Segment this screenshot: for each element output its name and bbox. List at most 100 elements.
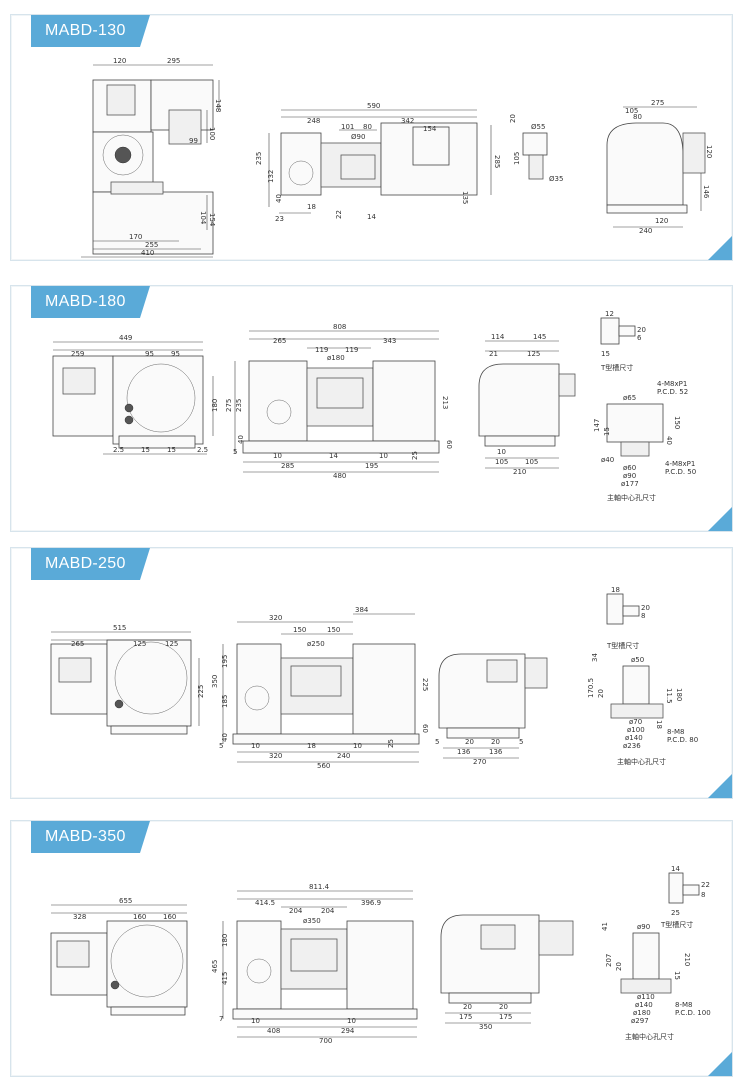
hole-dim-2: ø65 — [623, 394, 636, 402]
dim-23: 23 — [275, 215, 284, 223]
t-slot-detail: 18 20 8 T型槽尺寸 — [606, 586, 650, 650]
dim-104: 104 — [199, 211, 207, 225]
drawing-mabd-350: 655 328 160 160 811.4 414.5 396.9 204 20… — [50, 865, 711, 1045]
dim-125: 125 — [527, 350, 540, 358]
panel-title: MABD-130 — [31, 15, 150, 47]
dim-25: 25 — [411, 451, 419, 460]
dim-700: 700 — [319, 1037, 332, 1045]
dim-10b: 10 — [379, 452, 388, 460]
dim-154b: 154 — [423, 125, 437, 133]
dim-136a: 136 — [457, 748, 471, 756]
dim-95b: 95 — [171, 350, 180, 358]
corner-decoration — [708, 507, 732, 531]
dim-148: 148 — [214, 99, 222, 112]
hole-dim-0: 4-M8xP1 — [657, 380, 687, 388]
dim-195: 195 — [365, 462, 378, 470]
dim-125a: 125 — [133, 640, 146, 648]
dim-248: 248 — [307, 117, 320, 125]
dim-101: 101 — [341, 123, 354, 131]
dim-225: 225 — [197, 685, 205, 698]
hole-dim-4: 15 — [603, 427, 611, 436]
dim-132: 132 — [267, 170, 275, 183]
dim-40: 40 — [275, 194, 283, 203]
hole-d236: ø236 — [623, 742, 641, 750]
dim-285: 285 — [281, 462, 294, 470]
dim-808: 808 — [333, 323, 346, 331]
dim-10a: 10 — [273, 452, 282, 460]
dim-14: 14 — [329, 452, 338, 460]
dim-135: 135 — [461, 191, 469, 204]
hole-dim-9: ø90 — [623, 472, 636, 480]
dim-20b: 20 — [499, 1003, 508, 1011]
dim-20: 20 — [637, 326, 646, 334]
hole-20: 20 — [615, 962, 623, 971]
dim-120: 120 — [113, 57, 126, 65]
dim-213: 213 — [441, 396, 449, 409]
hole-d297: ø297 — [631, 1017, 649, 1025]
dim-136b: 136 — [489, 748, 503, 756]
dim-480: 480 — [333, 472, 346, 480]
panel-title: MABD-180 — [31, 286, 150, 318]
dim-5: 5 — [233, 448, 237, 456]
dim-170: 170 — [129, 233, 142, 241]
hole-d140: ø140 — [635, 1001, 653, 1009]
front-view: 449 259 95 95 180 2.5 15 15 2.5 — [52, 334, 219, 455]
dim-119b: 119 — [345, 346, 358, 354]
hole-dim-6: 40 — [665, 436, 673, 445]
hole-dim-3: 147 — [593, 419, 601, 432]
dim-d180: ø180 — [327, 354, 345, 362]
dim-175b: 175 — [499, 1013, 512, 1021]
dim-2_5b: 2.5 — [197, 446, 208, 454]
dim-285: 285 — [493, 155, 501, 168]
slot-18: 18 — [611, 586, 620, 594]
dim-21: 21 — [489, 350, 498, 358]
dim-320b: 320 — [269, 752, 282, 760]
dim-22: 22 — [335, 210, 343, 219]
dim-146: 146 — [702, 185, 710, 199]
dim-25: 25 — [387, 739, 395, 748]
dim-60: 60 — [421, 724, 429, 733]
dim-204b: 204 — [321, 907, 335, 915]
dim-60: 60 — [445, 440, 453, 449]
dim-240: 240 — [639, 227, 652, 235]
dim-105b: 105 — [525, 458, 538, 466]
t-slot-caption: T型槽尺寸 — [660, 920, 693, 929]
dim-80: 80 — [363, 123, 372, 131]
dim-265: 265 — [273, 337, 286, 345]
dim-259: 259 — [71, 350, 84, 358]
dim-204a: 204 — [289, 907, 303, 915]
dim-225b: 225 — [421, 678, 429, 691]
dim-150a: 150 — [293, 626, 306, 634]
dim-10a: 10 — [251, 1017, 260, 1025]
dim-396_9: 396.9 — [361, 899, 381, 907]
dim-5: 5 — [219, 742, 223, 750]
hole-caption: 主軸中心孔尺寸 — [607, 493, 656, 502]
panel-mabd-180: 449 259 95 95 180 2.5 15 15 2.5 808 265 — [10, 285, 733, 532]
dim-10b: 10 — [347, 1017, 356, 1025]
dim-105: 105 — [513, 152, 521, 165]
dim-811_4: 811.4 — [309, 883, 330, 891]
dim-180: 180 — [211, 399, 219, 412]
dim-320: 320 — [269, 614, 282, 622]
dim-515: 515 — [113, 624, 126, 632]
slot-20: 20 — [641, 604, 650, 612]
dim-265: 265 — [71, 640, 84, 648]
end-view: 105 80 275 120 146 120 240 — [606, 99, 713, 235]
dim-145: 145 — [533, 333, 546, 341]
hole-dim-11: 4-M8xP1 — [665, 460, 695, 468]
dim-350: 350 — [211, 675, 219, 688]
dim-343: 343 — [383, 337, 396, 345]
corner-decoration — [708, 774, 732, 798]
dim-20: 20 — [509, 114, 517, 123]
dim-d250: ø250 — [307, 640, 325, 648]
front-view: 515 265 125 125 225 — [50, 624, 205, 735]
hole-34: 34 — [591, 653, 599, 662]
dim-d35: Ø35 — [549, 175, 563, 183]
hole-dim-12: P.C.D. 50 — [665, 468, 696, 476]
slot-25: 25 — [671, 909, 680, 917]
dim-20a: 20 — [463, 1003, 472, 1011]
dim-15b: 15 — [167, 446, 176, 454]
dim-449: 449 — [119, 334, 132, 342]
hole-dim-10: ø177 — [621, 480, 639, 488]
dim-d350: ø350 — [303, 917, 321, 925]
